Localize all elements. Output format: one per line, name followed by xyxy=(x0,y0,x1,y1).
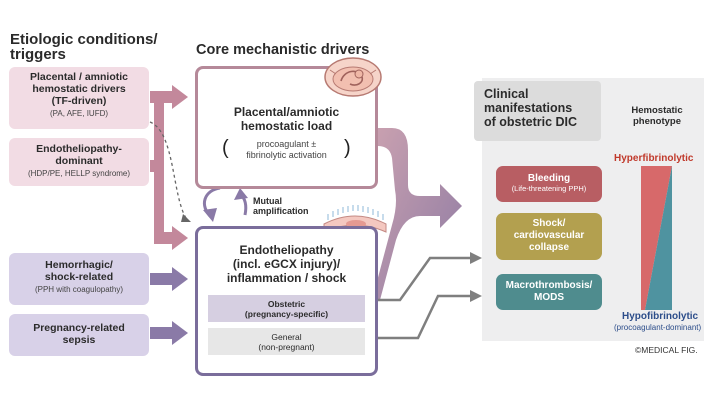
trigger-endothelio-title: Endotheliopathy- dominant xyxy=(36,143,122,167)
clinical-bleeding-title: Bleeding xyxy=(527,173,571,184)
clinical-shock: Shock/ cardiovascular collapse xyxy=(496,213,602,260)
trigger-hemorrhagic: Hemorrhagic/ shock-related (PPH with coa… xyxy=(9,253,149,305)
phenotype-title: Hemostatic phenotype xyxy=(631,105,683,127)
clinical-heading: Clinical manifestations of obstetric DIC xyxy=(484,87,578,129)
trigger-arrow-3 xyxy=(150,267,188,291)
phenotype-top-label: Hyperfibrinolytic xyxy=(614,153,694,164)
paren-open: ( xyxy=(222,137,229,159)
trigger-placental-title: Placental / amniotic hemostatic drivers … xyxy=(29,71,129,107)
trigger-arrow-2 xyxy=(150,91,188,250)
trigger-sepsis-title: Pregnancy-related sepsis xyxy=(33,322,125,346)
clinical-macrothrombosis-title: Macrothrombosis/ MODS xyxy=(505,280,593,303)
mutual-amplification-label: Mutual amplification xyxy=(253,196,309,216)
general-subbox: General (non-pregnant) xyxy=(208,328,365,355)
trigger-hemorrhagic-title: Hemorrhagic/ shock-related xyxy=(44,259,114,283)
clinical-bleeding: Bleeding (Life-threatening PPH) xyxy=(496,166,602,202)
trigger-endothelio: Endotheliopathy- dominant (HDP/PE, HELLP… xyxy=(9,138,149,186)
trigger-hemorrhagic-sub: (PPH with coagulopathy) xyxy=(34,285,124,294)
placenta-illustration xyxy=(324,57,382,97)
clinical-shock-title: Shock/ cardiovascular collapse xyxy=(513,218,585,253)
connector-obstetric xyxy=(372,256,470,302)
obstetric-subbox: Obstetric (pregnancy-specific) xyxy=(208,295,365,322)
trigger-endothelio-sub: (HDP/PE, HELLP syndrome) xyxy=(27,169,131,178)
trigger-placental-sub: (PA, AFE, IUFD) xyxy=(49,109,109,118)
clinical-macrothrombosis: Macrothrombosis/ MODS xyxy=(496,274,602,310)
phenotype-bottom-sub: (procoagulant-dominant) xyxy=(614,323,702,332)
trigger-placental: Placental / amniotic hemostatic drivers … xyxy=(9,67,149,129)
core-placental-sub: procoagulant ± fibrinolytic activation xyxy=(246,139,327,160)
paren-close: ) xyxy=(344,137,351,159)
trigger-sepsis: Pregnancy-related sepsis xyxy=(9,314,149,356)
dashed-link-arrow xyxy=(149,121,187,219)
clinical-heading-box: Clinical manifestations of obstetric DIC xyxy=(474,81,601,141)
phenotype-bottom-label: Hypofibrinolytic xyxy=(622,311,699,322)
dashed-arrowhead xyxy=(181,214,191,222)
etiologic-heading: Etiologic conditions/ triggers xyxy=(10,31,158,63)
core-placental-title: Placental/amniotic hemostatic load xyxy=(233,105,340,133)
credit-label: ©MEDICAL FIG. xyxy=(635,345,698,355)
core-heading: Core mechanistic drivers xyxy=(196,42,370,58)
connector-general xyxy=(372,294,470,340)
phenotype-wedge xyxy=(641,166,672,310)
merge-arrow xyxy=(372,128,462,300)
core-endothelio-title: Endotheliopathy (incl. eGCX injury)/ inf… xyxy=(226,243,347,285)
trigger-arrow-4 xyxy=(150,321,188,345)
clinical-bleeding-sub: (Life-threatening PPH) xyxy=(511,184,587,193)
core-endothelio-box: Endotheliopathy (incl. eGCX injury)/ inf… xyxy=(195,226,378,376)
